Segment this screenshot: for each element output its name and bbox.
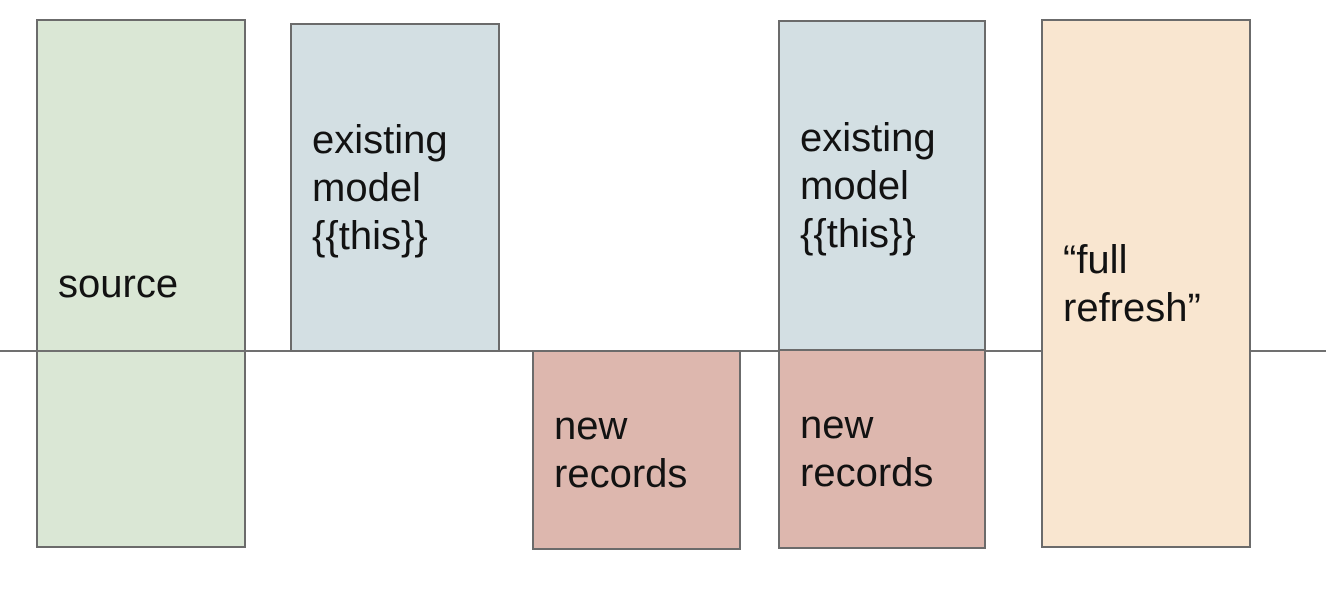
full-refresh-box: “full refresh”	[1041, 19, 1251, 548]
new-records-box-2: new records	[778, 349, 986, 549]
new-records-box-2-label: new records	[800, 403, 934, 495]
source-box-label: source	[58, 261, 179, 306]
existing-model-box-1-label: existing model {{this}}	[312, 117, 448, 258]
existing-model-box-1: existing model {{this}}	[290, 23, 500, 352]
new-records-box-1: new records	[532, 350, 741, 550]
new-records-box-1-label: new records	[554, 404, 688, 496]
existing-model-box-2-label: existing model {{this}}	[800, 115, 936, 256]
full-refresh-box-label: “full refresh”	[1063, 237, 1201, 330]
existing-model-box-2: existing model {{this}}	[778, 20, 986, 351]
source-box: source	[36, 19, 246, 548]
